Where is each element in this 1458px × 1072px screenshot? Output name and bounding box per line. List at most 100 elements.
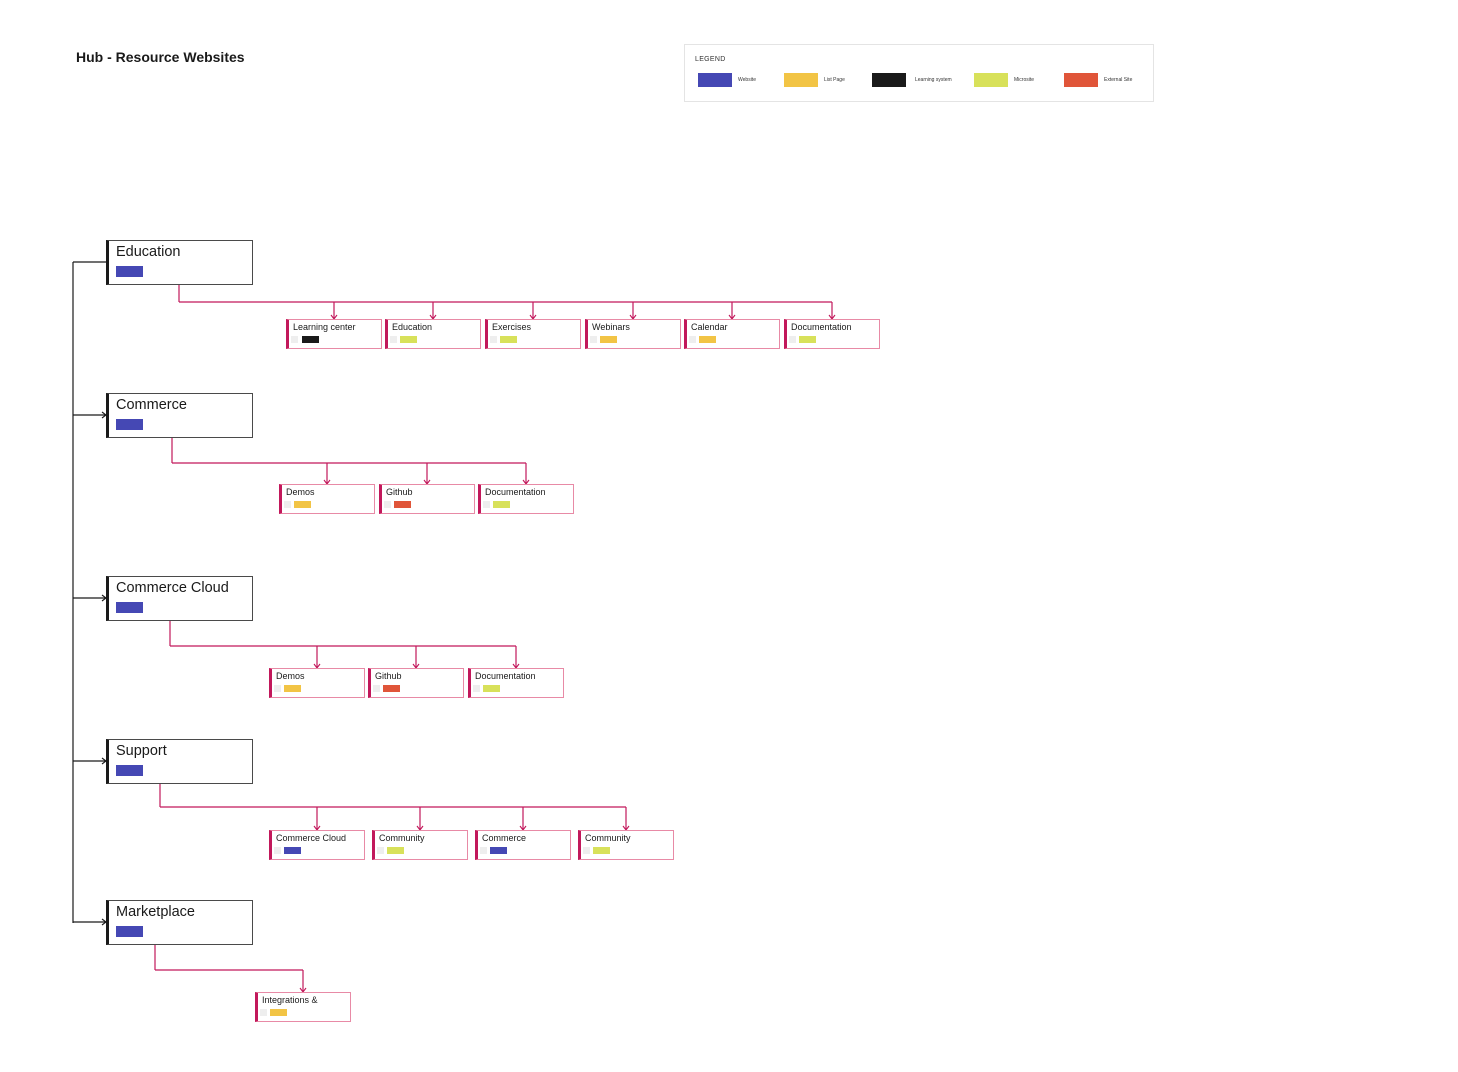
child-node-community[interactable]: Community xyxy=(372,830,468,860)
child-label: Documentation xyxy=(475,671,536,681)
legend-item-external-site: External Site xyxy=(1064,72,1132,88)
legend-item-learning-system: Learning system xyxy=(872,72,952,88)
placeholder-swatch xyxy=(483,501,490,508)
placeholder-swatch xyxy=(689,336,696,343)
child-label: Documentation xyxy=(791,322,852,332)
legend-swatch-microsite xyxy=(974,73,1008,87)
type-swatch xyxy=(593,847,610,854)
placeholder-swatch xyxy=(274,685,281,692)
legend-item-list-page: List Page xyxy=(784,72,845,88)
placeholder-swatch xyxy=(480,847,487,854)
type-swatch xyxy=(600,336,617,343)
category-label: Support xyxy=(116,743,167,759)
placeholder-swatch xyxy=(373,685,380,692)
child-label: Commerce xyxy=(482,833,527,843)
child-node-documentation[interactable]: Documentation xyxy=(478,484,574,514)
legend-swatch-external-site xyxy=(1064,73,1098,87)
category-node-marketplace[interactable]: Marketplace xyxy=(106,900,253,945)
legend-item-website: Website xyxy=(698,72,756,88)
legend-label: Microsite xyxy=(1014,77,1035,83)
type-swatch xyxy=(699,336,716,343)
child-node-community[interactable]: Community xyxy=(578,830,674,860)
placeholder-swatch xyxy=(274,847,281,854)
child-node-integrations[interactable]: Integrations & xyxy=(255,992,351,1022)
type-swatch xyxy=(116,266,143,277)
type-swatch xyxy=(284,847,301,854)
type-swatch xyxy=(116,765,143,776)
child-node-learning-center[interactable]: Learning center xyxy=(286,319,382,349)
type-swatch xyxy=(483,685,500,692)
child-node-demos[interactable]: Demos xyxy=(269,668,365,698)
type-swatch xyxy=(400,336,417,343)
category-label: Education xyxy=(116,244,181,260)
category-label: Commerce xyxy=(116,397,187,413)
child-label: Demos xyxy=(286,487,315,497)
category-node-education[interactable]: Education xyxy=(106,240,253,285)
legend-swatch-list-page xyxy=(784,73,818,87)
child-node-documentation[interactable]: Documentation xyxy=(784,319,880,349)
category-label: Marketplace xyxy=(116,904,195,920)
child-node-exercises[interactable]: Exercises xyxy=(485,319,581,349)
type-swatch xyxy=(383,685,400,692)
child-label: Community xyxy=(379,833,425,843)
legend-label: List Page xyxy=(824,77,845,83)
child-label: Integrations & xyxy=(262,995,318,1005)
child-label: Education xyxy=(392,322,433,332)
child-label: Community xyxy=(585,833,631,843)
category-node-support[interactable]: Support xyxy=(106,739,253,784)
type-swatch xyxy=(116,926,143,937)
child-node-commerce[interactable]: Commerce xyxy=(475,830,571,860)
legend-swatch-website xyxy=(698,73,732,87)
placeholder-swatch xyxy=(390,336,397,343)
category-label: Commerce Cloud xyxy=(116,580,229,596)
child-label: Github xyxy=(375,671,402,681)
child-node-github[interactable]: Github xyxy=(368,668,464,698)
type-swatch xyxy=(302,336,319,343)
child-label: Learning center xyxy=(293,322,356,332)
placeholder-swatch xyxy=(260,1009,267,1016)
legend: LEGEND Website List Page Learning system… xyxy=(684,44,1154,102)
legend-label: Learning system xyxy=(915,77,952,83)
placeholder-swatch xyxy=(789,336,796,343)
type-swatch xyxy=(116,419,143,430)
child-label: Calendar xyxy=(691,322,728,332)
placeholder-swatch xyxy=(377,847,384,854)
type-swatch xyxy=(500,336,517,343)
placeholder-swatch xyxy=(284,501,291,508)
legend-label: External Site xyxy=(1104,77,1133,83)
child-label: Commerce Cloud xyxy=(276,833,347,843)
child-label: Exercises xyxy=(492,322,532,332)
type-swatch xyxy=(493,501,510,508)
type-swatch xyxy=(284,685,301,692)
placeholder-swatch xyxy=(583,847,590,854)
legend-label: Website xyxy=(738,77,756,83)
placeholder-swatch xyxy=(490,336,497,343)
child-node-calendar[interactable]: Calendar xyxy=(684,319,780,349)
legend-swatch-learning-system xyxy=(872,73,906,87)
placeholder-swatch xyxy=(473,685,480,692)
type-swatch xyxy=(294,501,311,508)
child-label: Documentation xyxy=(485,487,546,497)
category-node-commerce-cloud[interactable]: Commerce Cloud xyxy=(106,576,253,621)
type-swatch xyxy=(116,602,143,613)
category-node-commerce[interactable]: Commerce xyxy=(106,393,253,438)
placeholder-swatch xyxy=(291,336,298,343)
placeholder-swatch xyxy=(590,336,597,343)
child-node-github[interactable]: Github xyxy=(379,484,475,514)
legend-item-microsite: Microsite xyxy=(974,72,1034,88)
child-node-commerce-cloud[interactable]: Commerce Cloud xyxy=(269,830,365,860)
type-swatch xyxy=(799,336,816,343)
page-title: Hub - Resource Websites xyxy=(76,49,245,65)
legend-title: LEGEND xyxy=(695,56,726,63)
child-label: Webinars xyxy=(592,322,630,332)
child-node-documentation[interactable]: Documentation xyxy=(468,668,564,698)
child-label: Github xyxy=(386,487,413,497)
placeholder-swatch xyxy=(384,501,391,508)
child-label: Demos xyxy=(276,671,305,681)
child-node-demos[interactable]: Demos xyxy=(279,484,375,514)
child-node-webinars[interactable]: Webinars xyxy=(585,319,681,349)
type-swatch xyxy=(394,501,411,508)
child-node-education[interactable]: Education xyxy=(385,319,481,349)
type-swatch xyxy=(387,847,404,854)
type-swatch xyxy=(270,1009,287,1016)
